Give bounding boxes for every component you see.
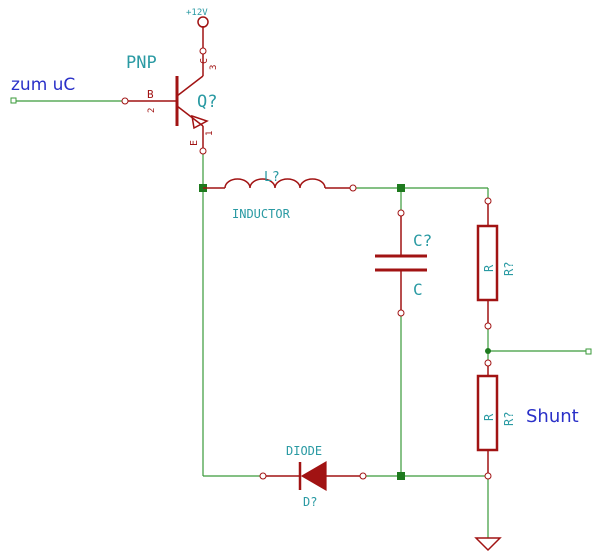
resistor-top[interactable]: R R?: [476, 197, 516, 330]
collector-pin: [199, 47, 207, 55]
emitter-diag: [176, 105, 204, 127]
resistor-bottom-body: [476, 374, 499, 452]
resistor-top-body: [476, 224, 499, 302]
resistor-top-ref: R?: [502, 262, 516, 276]
emitter-arrow-icon: [191, 114, 209, 130]
inductor-pin: [349, 184, 357, 192]
junction-dot: [397, 472, 405, 480]
resistor-bottom-pin-2: [484, 472, 492, 480]
wires: [14, 100, 588, 538]
resistor-bottom-ref: R?: [502, 412, 516, 426]
input-net-terminal[interactable]: [10, 97, 17, 104]
resistor-top-value: R: [482, 264, 496, 272]
diode-pin-left: [259, 472, 267, 480]
transistor-pnp[interactable]: PNP Q? C 3 B 2 E 1: [121, 47, 219, 155]
power-symbol[interactable]: +12V: [186, 8, 209, 50]
resistor-bottom[interactable]: R R?: [476, 359, 516, 480]
input-net-label: zum uC: [11, 75, 75, 95]
transistor-type-label: PNP: [126, 53, 157, 73]
junction-dot: [397, 184, 405, 192]
pin-e-number: 1: [205, 131, 215, 136]
shunt-output-terminal[interactable]: [585, 348, 592, 355]
inductor-coil-icon: [224, 178, 326, 189]
pin-c-label: C: [199, 58, 210, 64]
capacitor-pin-top: [397, 209, 405, 217]
inductor[interactable]: L? INDUCTOR: [203, 170, 357, 221]
resistor-top-pin-1: [484, 197, 492, 205]
pin-b-number: 2: [147, 108, 157, 113]
capacitor-value: C: [413, 280, 423, 299]
transistor-ref: Q?: [197, 92, 217, 112]
pin-e-label: E: [189, 140, 200, 146]
diode-triangle-icon: [300, 460, 327, 492]
junctions: [199, 184, 491, 480]
inductor-ref: L?: [264, 170, 280, 185]
shunt-net-label: Shunt: [526, 406, 579, 427]
diode-value: DIODE: [286, 444, 322, 458]
ground-symbol[interactable]: [474, 537, 502, 552]
resistor-bottom-pin-1: [484, 359, 492, 367]
pin-c-number: 3: [209, 65, 219, 70]
emitter-pin: [199, 147, 207, 155]
base-pin: [121, 97, 129, 105]
capacitor[interactable]: C? C: [375, 209, 432, 317]
capacitor-pin-bottom: [397, 309, 405, 317]
resistor-top-pin-2: [484, 322, 492, 330]
ground-icon: [474, 537, 502, 552]
power-circle-icon: [197, 16, 209, 28]
capacitor-ref: C?: [413, 231, 432, 250]
pin-b-label: B: [147, 88, 154, 101]
inductor-value: INDUCTOR: [232, 207, 291, 221]
junction-dot: [485, 348, 491, 354]
diode-pin-right: [359, 472, 367, 480]
power-label: +12V: [186, 8, 208, 18]
collector-diag: [176, 75, 204, 97]
resistor-bottom-value: R: [482, 413, 496, 421]
diode[interactable]: DIODE D?: [259, 444, 367, 509]
diode-ref: D?: [303, 495, 317, 509]
